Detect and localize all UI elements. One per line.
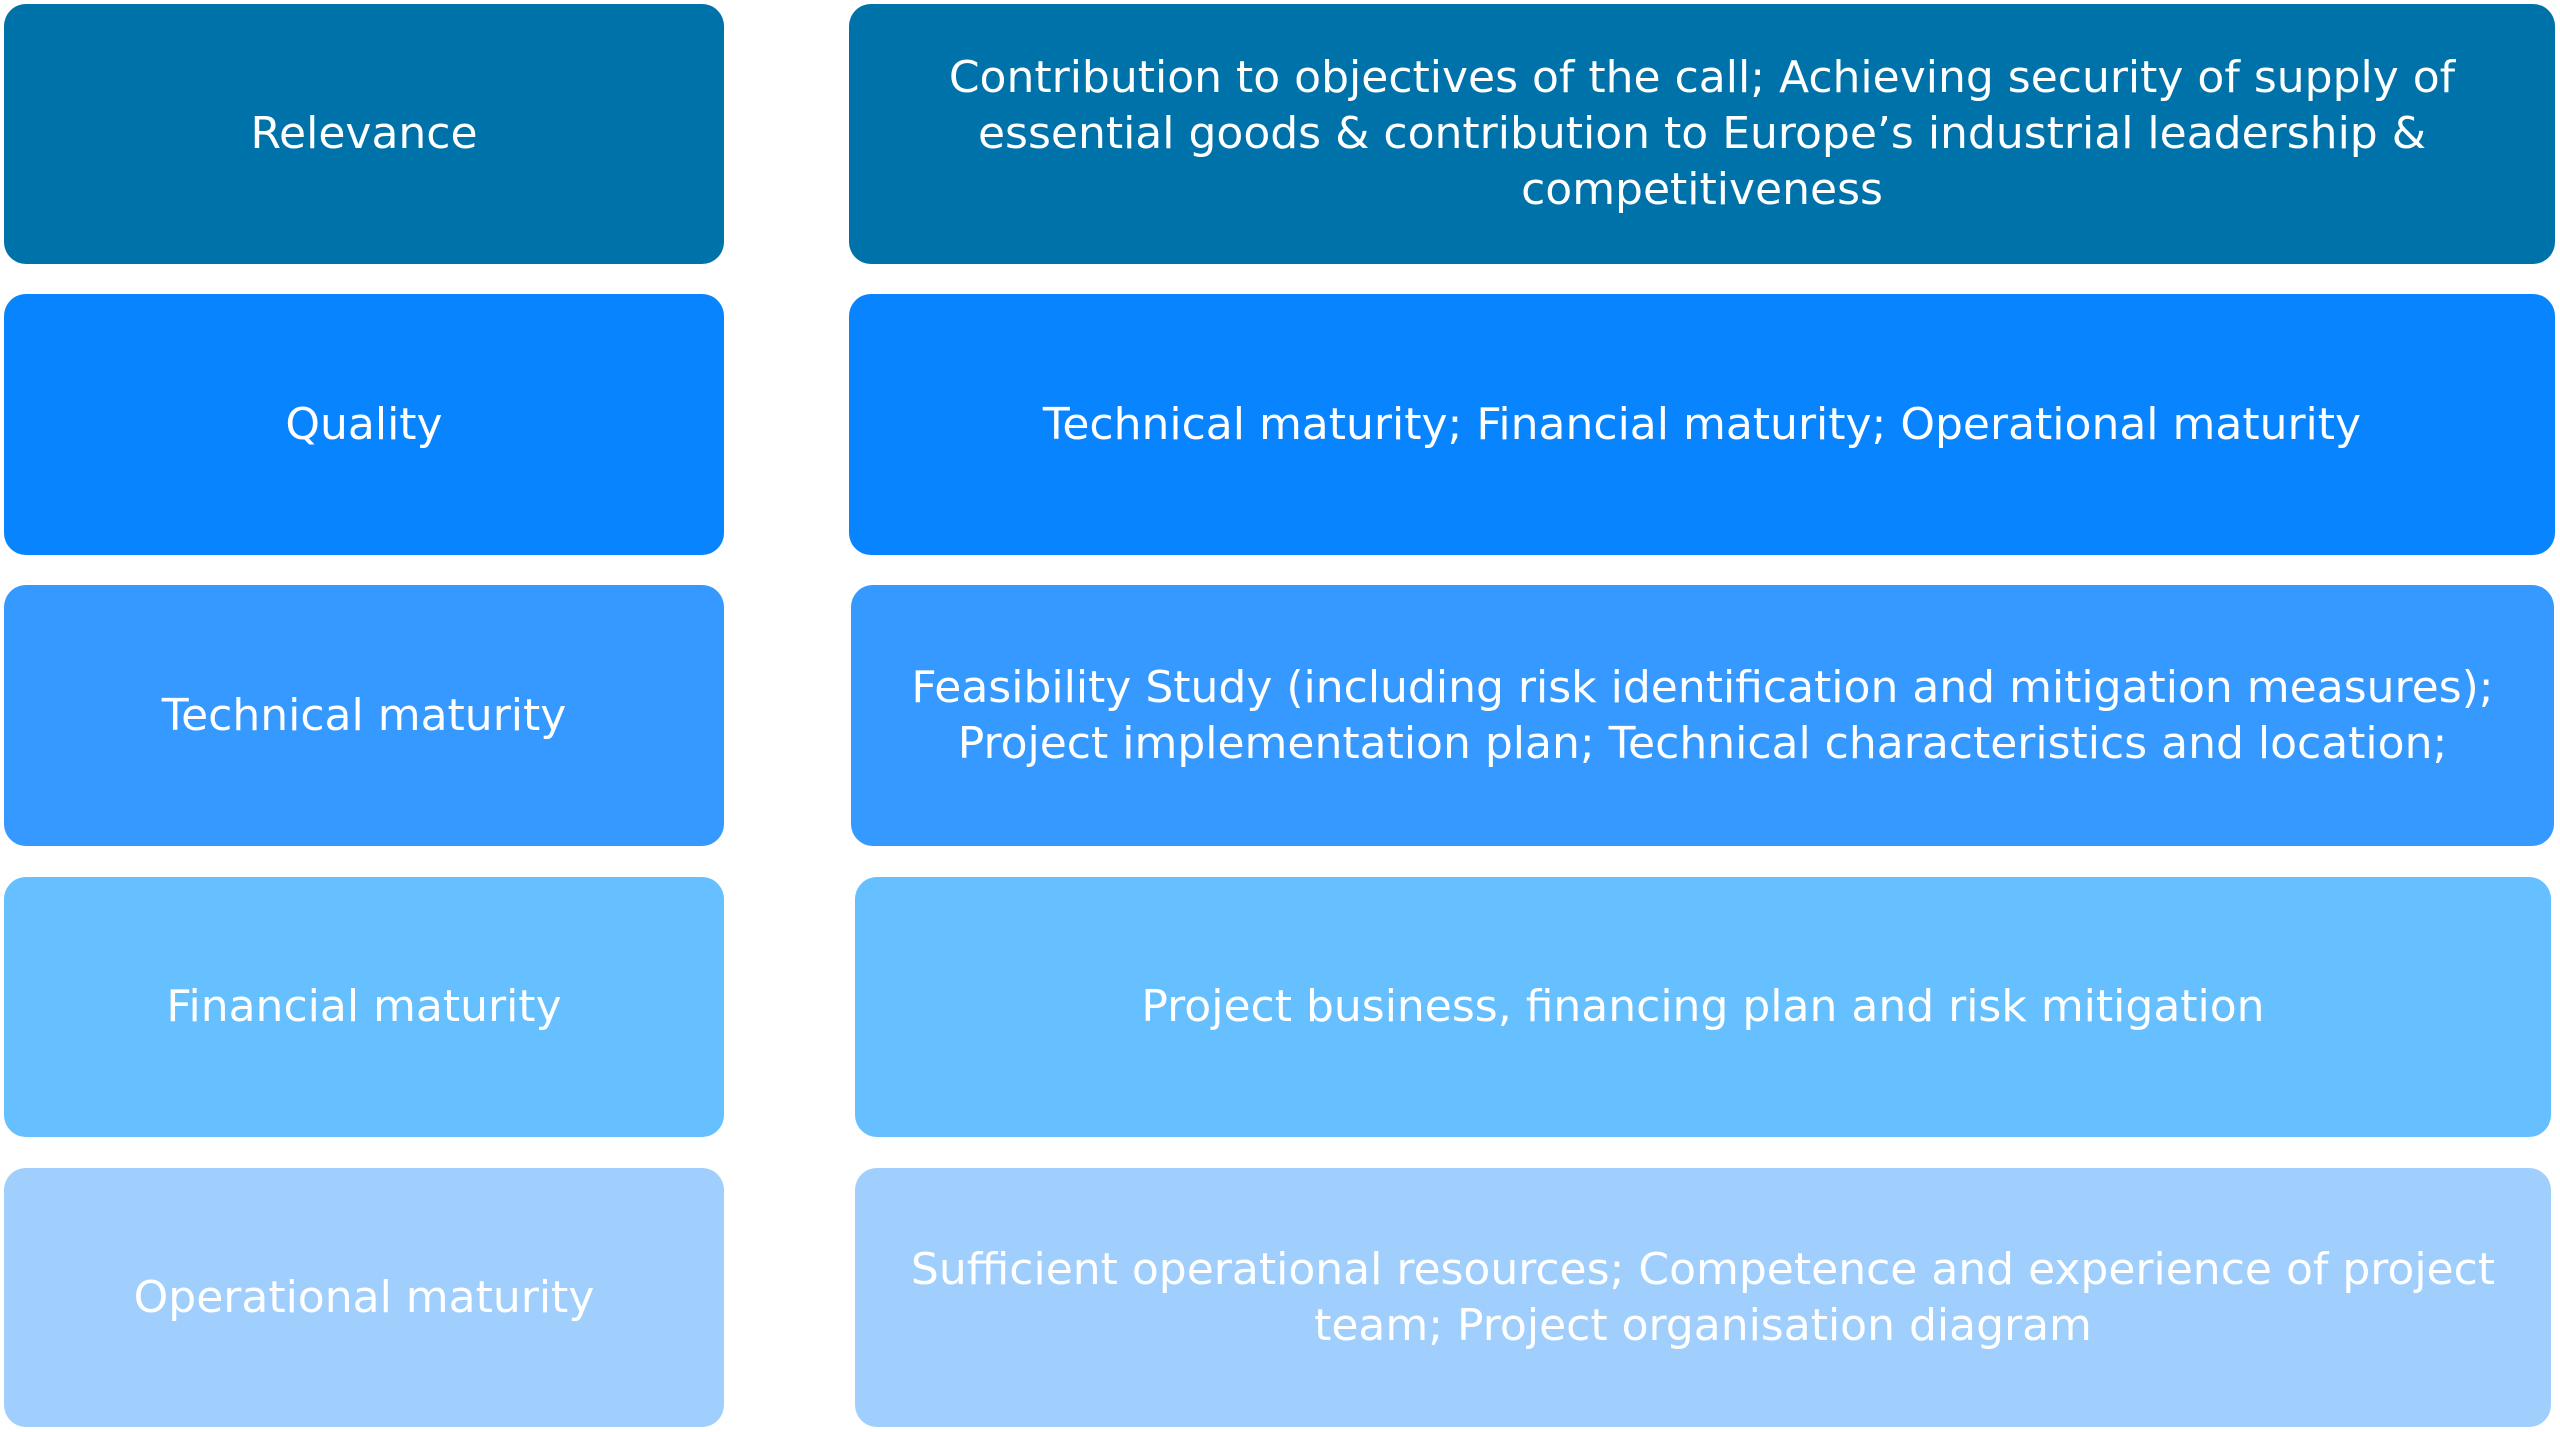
- criterion-box-quality: Quality: [4, 294, 724, 555]
- criterion-box-operational-maturity: Operational maturity: [4, 1168, 724, 1427]
- criterion-label: Financial maturity: [166, 981, 562, 1032]
- criterion-description: Contribution to objectives of the call; …: [948, 52, 2456, 215]
- criterion-description: Technical maturity; Financial maturity; …: [1042, 398, 2362, 450]
- criterion-description: Project business, financing plan and ris…: [1141, 981, 2265, 1032]
- description-box-relevance: Contribution to objectives of the call; …: [849, 4, 2555, 264]
- description-box-technical-maturity: Feasibility Study (including risk identi…: [851, 585, 2554, 846]
- description-box-financial-maturity: Project business, financing plan and ris…: [855, 877, 2551, 1137]
- criterion-box-relevance: Relevance: [4, 4, 724, 264]
- criterion-box-technical-maturity: Technical maturity: [4, 585, 724, 846]
- criterion-description: Feasibility Study (including risk identi…: [911, 661, 2494, 769]
- criterion-description: Sufficient operational resources; Compet…: [910, 1243, 2496, 1351]
- criterion-label: Technical maturity: [161, 689, 567, 741]
- criterion-label: Operational maturity: [133, 1271, 595, 1323]
- criterion-label: Relevance: [250, 108, 478, 159]
- criterion-box-financial-maturity: Financial maturity: [4, 877, 724, 1137]
- description-box-quality: Technical maturity; Financial maturity; …: [849, 294, 2555, 555]
- description-box-operational-maturity: Sufficient operational resources; Compet…: [855, 1168, 2551, 1427]
- criterion-label: Quality: [285, 398, 443, 450]
